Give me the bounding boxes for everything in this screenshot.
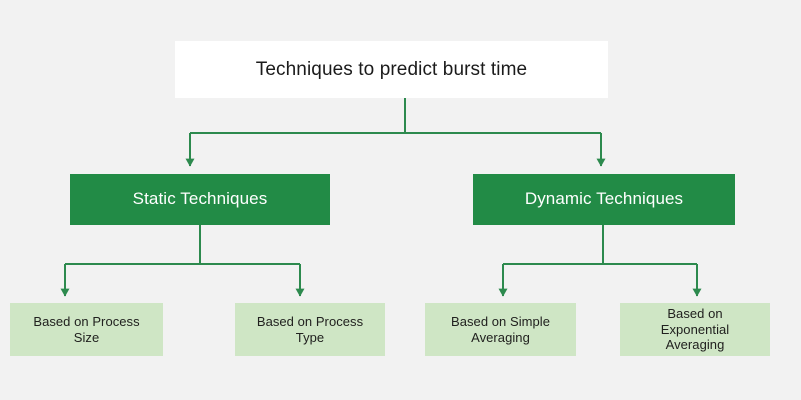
node-leaf-based-on-exponential-averaging[interactable]: Based on Exponential Averaging bbox=[620, 303, 770, 356]
node-branch-static-label: Static Techniques bbox=[132, 189, 268, 209]
node-leaf-based-on-process-size[interactable]: Based on Process Size bbox=[10, 303, 163, 356]
node-leaf-based-on-simple-averaging[interactable]: Based on Simple Averaging bbox=[425, 303, 576, 356]
node-leaf-simple-averaging-label: Based on Simple Averaging bbox=[450, 313, 551, 345]
node-root-techniques-to-predict-burst-time[interactable]: Techniques to predict burst time bbox=[175, 41, 608, 98]
node-branch-static-techniques[interactable]: Static Techniques bbox=[70, 174, 330, 225]
node-leaf-exponential-averaging-label: Based on Exponential Averaging bbox=[660, 305, 730, 353]
node-branch-dynamic-label: Dynamic Techniques bbox=[524, 189, 684, 209]
node-root-label: Techniques to predict burst time bbox=[255, 58, 528, 80]
node-leaf-process-type-label: Based on Process Type bbox=[256, 313, 364, 345]
node-leaf-based-on-process-type[interactable]: Based on Process Type bbox=[235, 303, 385, 356]
node-branch-dynamic-techniques[interactable]: Dynamic Techniques bbox=[473, 174, 735, 225]
node-leaf-process-size-label: Based on Process Size bbox=[33, 313, 140, 345]
